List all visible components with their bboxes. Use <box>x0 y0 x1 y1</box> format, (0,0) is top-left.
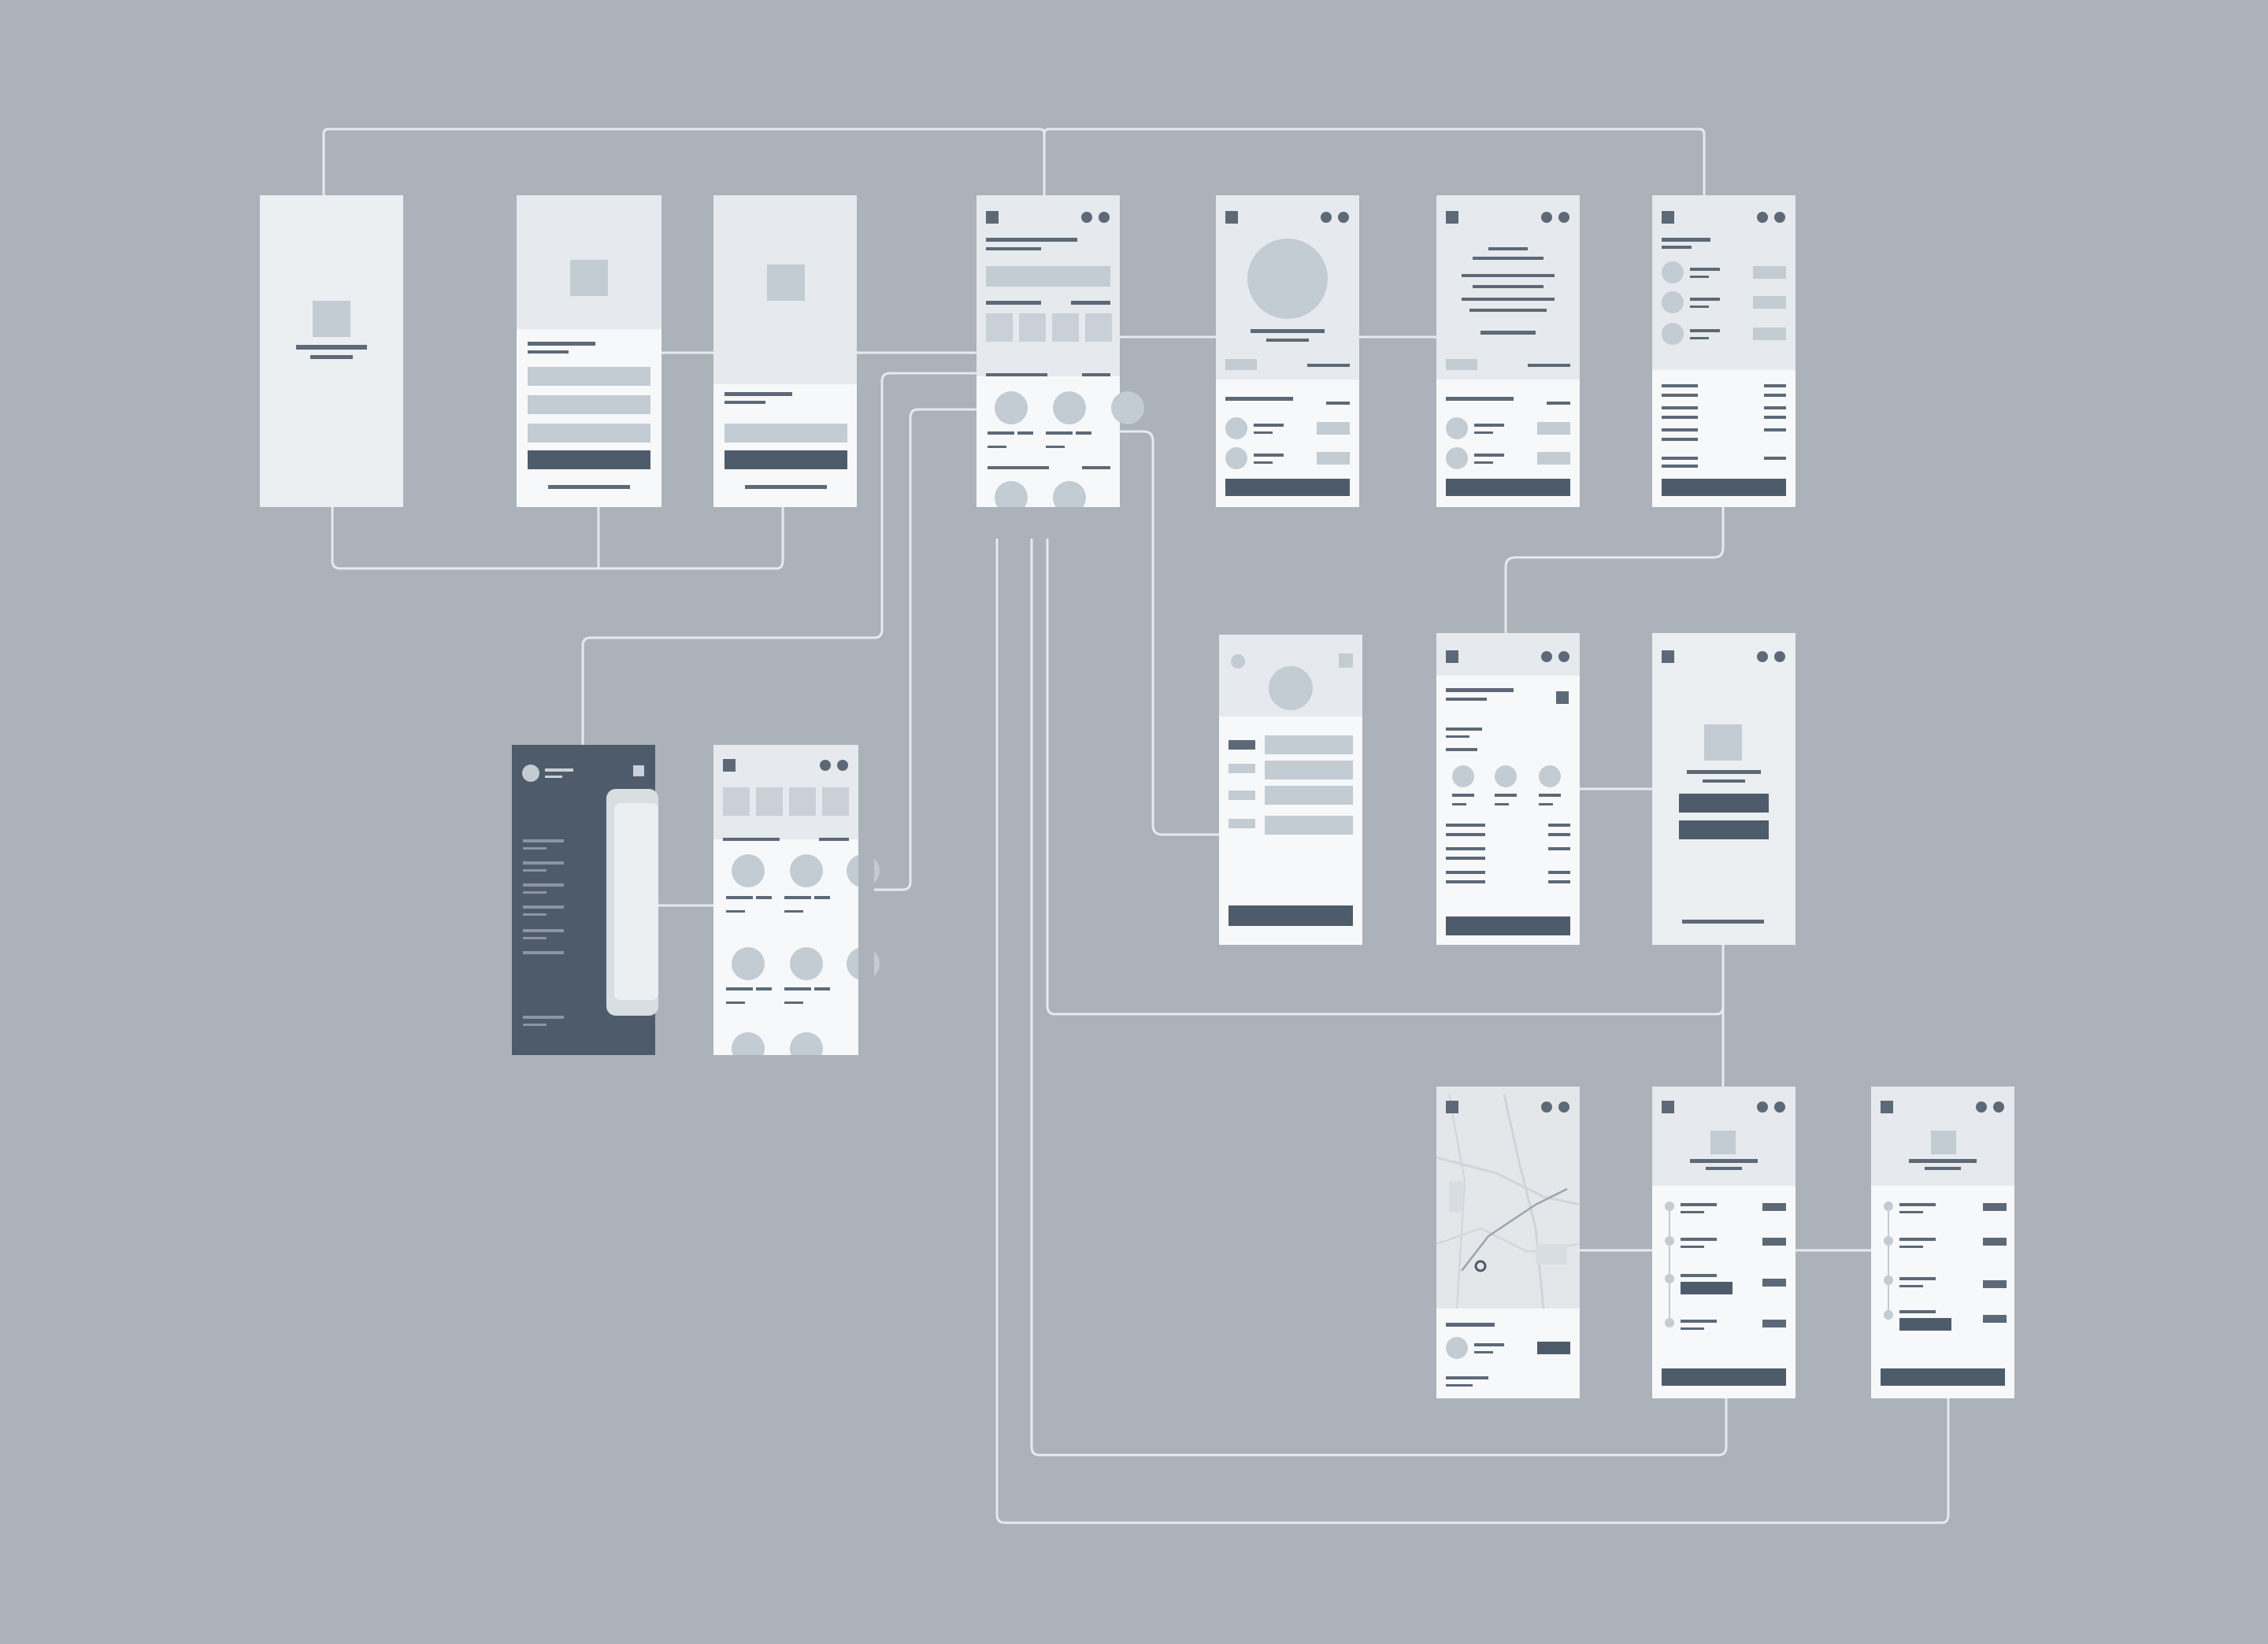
input-field <box>1265 761 1353 779</box>
screen-confirmation <box>1652 633 1796 945</box>
profile-icon <box>1099 212 1110 223</box>
secondary-button <box>1679 820 1769 839</box>
connector-home-catalog <box>858 408 976 891</box>
connector-top-bus-right <box>1043 128 1706 195</box>
input-field <box>724 424 847 442</box>
close-icon <box>633 765 644 776</box>
input-field <box>528 424 650 442</box>
connector-lines <box>322 128 1950 1524</box>
location-pin-icon <box>1474 1260 1487 1272</box>
logo-placeholder <box>767 265 805 301</box>
screen-order-status-2 <box>1871 1087 2014 1398</box>
primary-button <box>1446 916 1570 935</box>
connector-home-status1 <box>1030 507 1728 1457</box>
logo-placeholder <box>313 301 350 337</box>
menu-icon <box>1446 1101 1458 1113</box>
screen-side-menu <box>512 745 658 1055</box>
screen-log-in <box>713 195 857 507</box>
primary-button <box>1446 479 1570 496</box>
menu-icon <box>1662 1101 1674 1113</box>
connector-top-bus <box>322 128 1046 195</box>
search-icon <box>1081 212 1092 223</box>
input-field <box>1265 786 1353 805</box>
primary-button <box>1228 905 1353 926</box>
avatar <box>1269 666 1313 710</box>
avatar <box>522 765 539 782</box>
avatar <box>1247 239 1328 319</box>
primary-button <box>1662 1368 1786 1386</box>
search-bar <box>986 266 1110 287</box>
menu-icon <box>1881 1101 1893 1113</box>
menu-icon <box>1446 650 1458 663</box>
primary-button <box>1225 479 1350 496</box>
connector-cart-order <box>1504 507 1725 633</box>
input-field <box>528 395 650 414</box>
screen-detail <box>1436 195 1580 507</box>
primary-button <box>528 450 650 469</box>
screen-sign-up <box>517 195 662 507</box>
input-field <box>1265 816 1353 835</box>
menu-icon <box>1662 650 1674 663</box>
connector-home-status2 <box>995 507 1950 1524</box>
menu-icon <box>1446 211 1458 224</box>
screen-catalog <box>704 745 880 1087</box>
primary-button <box>1662 479 1786 496</box>
primary-button <box>1881 1368 2005 1386</box>
primary-button <box>1679 794 1769 813</box>
menu-icon <box>1225 211 1238 224</box>
screen-splash <box>260 195 403 507</box>
input-field <box>528 367 650 386</box>
screen-home <box>965 195 1144 539</box>
screen-order-status-1 <box>1652 1087 1796 1398</box>
logo-placeholder <box>570 260 608 296</box>
screen-cart <box>1652 195 1796 507</box>
menu-icon <box>1662 211 1674 224</box>
screen-edit-profile <box>1219 635 1362 945</box>
connector-home-confirm <box>1046 507 1725 1016</box>
screen-map-tracking <box>1436 1087 1581 1398</box>
screen-profile <box>1216 195 1359 507</box>
connector-home-edit <box>1120 430 1219 836</box>
screen-order-summary <box>1436 633 1580 945</box>
connector-home-menu <box>581 372 976 745</box>
primary-button <box>724 450 847 469</box>
menu-icon <box>723 759 736 772</box>
logo-placeholder <box>1704 724 1742 761</box>
input-field <box>1265 735 1353 754</box>
connector-bottom-left <box>331 507 784 570</box>
menu-icon <box>986 211 999 224</box>
